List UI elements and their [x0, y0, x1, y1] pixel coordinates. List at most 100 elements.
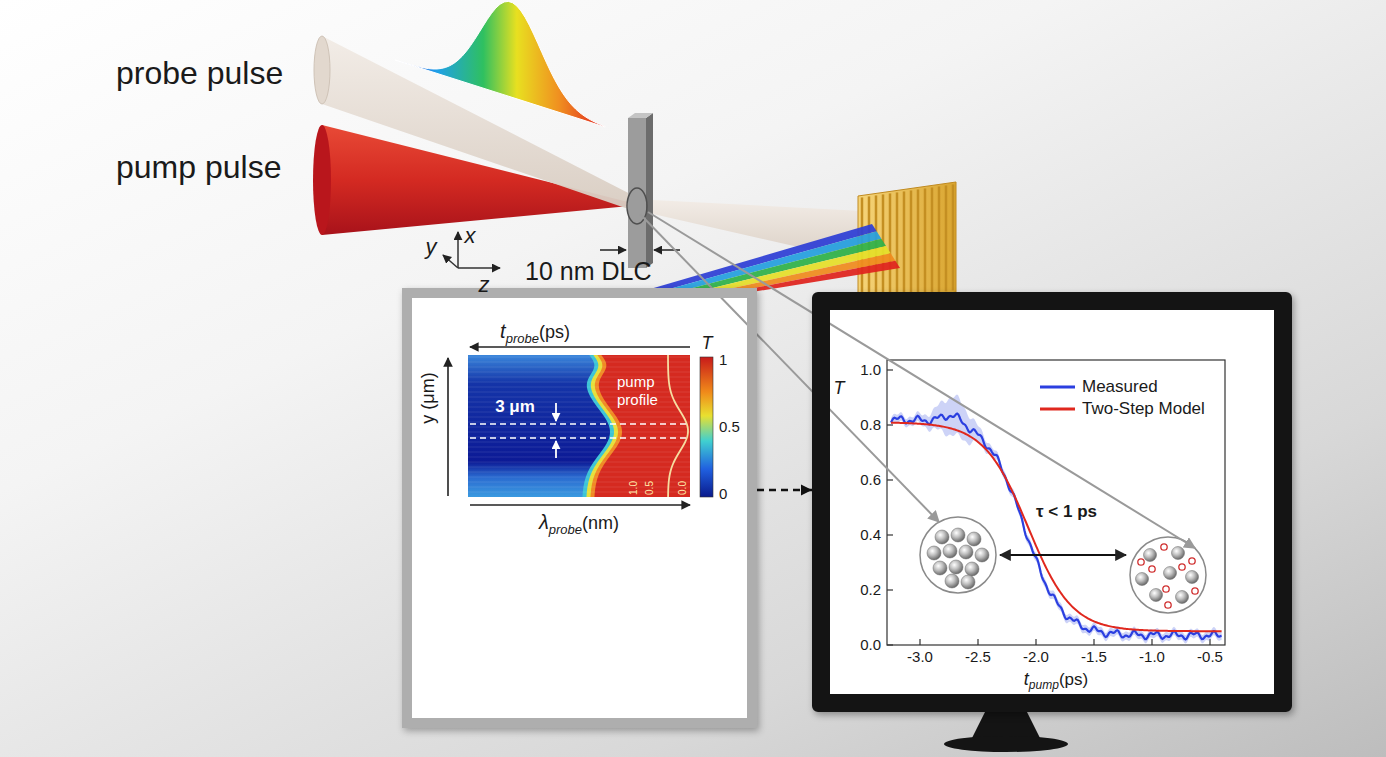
thickness-arrow	[600, 249, 626, 251]
plate-side	[646, 113, 653, 268]
colorbar-tick-group: 0.5	[719, 418, 740, 436]
map-stripe	[468, 481, 690, 483]
map-stripe	[468, 426, 690, 428]
electron	[1165, 602, 1171, 608]
measured-curve	[891, 414, 1222, 640]
axis-title-group: λprobe(nm)	[539, 511, 619, 534]
tick-mark	[887, 589, 893, 590]
panel-ground	[412, 298, 747, 718]
tick-label: -3.0	[907, 648, 933, 665]
axis-arrow	[470, 346, 690, 348]
tick-label: -2.0	[1023, 648, 1049, 665]
tick-label-group: 0.4	[860, 526, 881, 544]
map-high-region	[468, 355, 690, 497]
tick-label-group: -0.5	[1197, 648, 1223, 666]
monitor-display: T1.00.80.60.40.20.0-3.0-2.5-2.0-1.5-1.0-…	[812, 292, 1292, 712]
spectrum-bell	[395, 1, 605, 127]
atom-sphere	[959, 545, 973, 559]
monitor-stand	[944, 712, 1068, 752]
profile-tick: 1.0	[628, 481, 639, 495]
atom-sphere	[951, 528, 965, 542]
tick-label-group: -2.0	[1023, 648, 1049, 666]
profile-tick-group: 0.5	[639, 481, 657, 495]
profile-tick-group: 0.0	[672, 481, 690, 495]
dimension-label: 3 μm	[495, 397, 535, 416]
spectrum-band	[733, 261, 900, 292]
atom-sphere	[1144, 549, 1157, 562]
time-constant-label: τ < 1 ps	[1036, 502, 1097, 521]
map-stripe	[468, 491, 690, 493]
axis-z	[458, 267, 500, 269]
annotation: pump profile	[617, 373, 658, 408]
atom-sphere	[1164, 567, 1177, 580]
dashed-guide	[470, 423, 688, 425]
map-stripe	[468, 381, 690, 383]
axis-letter: y	[426, 234, 437, 259]
plate-front	[628, 118, 646, 268]
tick-label-group: -1.5	[1081, 648, 1107, 666]
axis-title: probe	[506, 330, 539, 345]
grating-groove	[938, 186, 941, 292]
map-stripe	[468, 371, 690, 373]
plot-frame	[887, 360, 1225, 645]
atom-sphere	[945, 574, 959, 588]
tick-label: 0.8	[860, 416, 881, 433]
tick-mark	[977, 639, 978, 645]
model-curve	[891, 423, 1222, 632]
profile-tick-group: 1.0	[623, 481, 641, 495]
map-stripe	[468, 366, 690, 368]
atom-sphere	[967, 532, 981, 546]
electron	[1192, 588, 1198, 594]
axis-y	[443, 255, 458, 268]
colorbar-tick-group: 1	[719, 351, 727, 369]
map-stripe	[468, 361, 690, 363]
legend-text: Two-Step Model	[1082, 399, 1205, 418]
colorbar-tick: 0	[719, 485, 727, 502]
axis-title: (nm)	[582, 513, 619, 533]
dimension-arrow	[555, 403, 557, 421]
map-stripe	[468, 471, 690, 473]
insets	[920, 517, 1206, 613]
tick-label: -1.0	[1139, 648, 1165, 665]
map-stripe	[468, 416, 690, 418]
atom-sphere	[1150, 589, 1163, 602]
tick-mark	[887, 479, 893, 480]
grating-groove	[917, 189, 920, 295]
electron	[1179, 564, 1185, 570]
tick-label-group: -3.0	[907, 648, 933, 666]
map-stripe	[468, 436, 690, 438]
time-constant-label-group: τ < 1 ps	[1036, 502, 1097, 522]
atom-sphere	[927, 546, 941, 560]
grating-groove	[924, 188, 927, 294]
map-stripe	[468, 486, 690, 488]
plot	[887, 360, 1225, 645]
map-stripe	[468, 466, 690, 468]
colorbar-tick: 1	[719, 351, 727, 368]
colorbar-title: T	[702, 333, 713, 353]
map-stripe	[468, 376, 690, 378]
beam-label-group: pump pulse	[116, 149, 281, 186]
axis-letter-group: z	[479, 272, 490, 297]
grating-groove	[910, 190, 913, 296]
axis-title: (ps)	[539, 322, 570, 342]
tick-label-group: -2.5	[965, 648, 991, 666]
axis-title: T	[834, 378, 845, 398]
map-stripe	[468, 421, 690, 423]
grating-groove	[896, 192, 899, 298]
annotation-group: pump profile	[617, 373, 665, 408]
legend-text: Measured	[1082, 377, 1158, 396]
legend-samples	[1040, 387, 1075, 409]
axis-title: t	[500, 320, 506, 342]
map-stripe	[468, 456, 690, 458]
atom-sphere	[1136, 573, 1149, 586]
probe-spectrum	[395, 1, 605, 127]
tick-mark	[1151, 639, 1152, 645]
atom-sphere	[935, 530, 949, 544]
axis-title: λ	[539, 511, 549, 533]
spectrogram-panel: tprobe(ps)y (μm)λprobe(nm)3 μmpump profi…	[402, 288, 757, 728]
axis-arrow	[447, 358, 449, 496]
map-stripe	[468, 356, 690, 358]
tick-label: -0.5	[1197, 648, 1223, 665]
map-stripe	[468, 386, 690, 388]
